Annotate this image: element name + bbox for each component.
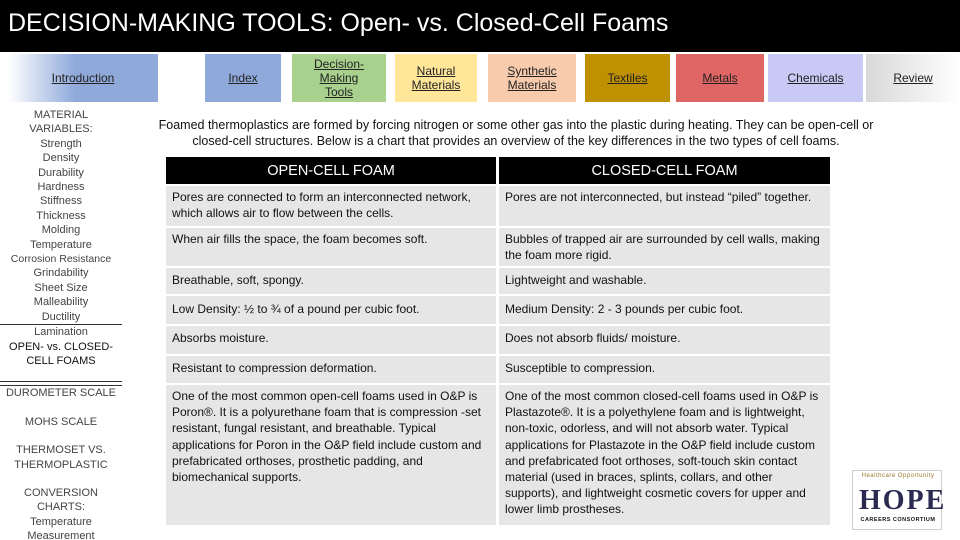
nav-chemicals-label: Chemicals (787, 71, 844, 85)
nav-synthetic-label-2: Materials (507, 78, 557, 92)
sidebar-item-temperature[interactable]: Temperature (30, 238, 92, 251)
nav-decision-label-2: Making (319, 71, 359, 85)
closed-cell-row-6: Susceptible to compression. (499, 356, 830, 383)
nav-introduction-label: Introduction (51, 71, 115, 85)
nav-synthetic-materials-button[interactable]: Synthetic Materials (488, 54, 576, 102)
logo-wordmark: HOPE (859, 485, 947, 516)
sidebar-item-sheet-size[interactable]: Sheet Size (34, 281, 88, 294)
nav-metals-button[interactable]: Metals (676, 54, 764, 102)
sidebar-item-grindability[interactable]: Grindability (33, 267, 89, 280)
page-title: DECISION-MAKING TOOLS: Open- vs. Closed-… (0, 0, 960, 52)
closed-cell-row-3: Lightweight and washable. (499, 268, 830, 294)
nav-decision-making-tools-button[interactable]: Decision- Making Tools (292, 54, 386, 102)
nav-introduction-button[interactable]: Introduction (8, 54, 158, 102)
nav-synthetic-label-1: Synthetic (507, 64, 557, 78)
nav-chemicals-button[interactable]: Chemicals (768, 54, 863, 102)
sidebar-current-open-closed-line-1[interactable]: OPEN- vs. CLOSED- (9, 340, 113, 353)
nav-review-button[interactable]: Review (866, 54, 960, 102)
nav-review-label: Review (893, 71, 933, 85)
sidebar-item-strength[interactable]: Strength (40, 137, 82, 150)
nav-natural-label-2: Materials (411, 78, 461, 92)
sidebar-item-stiffness[interactable]: Stiffness (40, 195, 82, 208)
closed-cell-row-5: Does not absorb fluids/ moisture. (499, 326, 830, 354)
sidebar-item-hardness[interactable]: Hardness (37, 181, 85, 194)
nav-natural-label-1: Natural (416, 64, 456, 78)
sidebar-item-durability[interactable]: Durability (38, 166, 84, 179)
nav-textiles-button[interactable]: Textiles (585, 54, 670, 102)
logo-arc-text: Healthcare Opportunity (861, 473, 935, 479)
sidebar-heading-line-1: MATERIAL (33, 109, 89, 121)
sidebar-link-conversion-line-2[interactable]: CHARTS: (36, 501, 86, 514)
nav-natural-materials-button[interactable]: Natural Materials (395, 54, 477, 102)
closed-cell-row-4: Medium Density: 2 - 3 pounds per cubic f… (499, 296, 830, 324)
open-cell-row-1: Pores are connected to form an interconn… (166, 186, 496, 226)
sidebar-link-conversion-line-1[interactable]: CONVERSION (24, 486, 98, 499)
open-cell-row-2: When air fills the space, the foam becom… (166, 228, 496, 266)
closed-cell-header: CLOSED-CELL FOAM (499, 157, 830, 184)
open-cell-row-3: Breathable, soft, spongy. (166, 268, 496, 294)
sidebar-heading-line-2: VARIABLES: (29, 123, 93, 136)
sidebar-link-thermoset-line-2[interactable]: THERMOPLASTIC (14, 458, 108, 471)
sidebar-link-conversion-measurement[interactable]: Measurement (27, 530, 95, 540)
sidebar-link-thermoset-line-1[interactable]: THERMOSET VS. (16, 444, 106, 457)
sidebar-link-mohs-scale[interactable]: MOHS SCALE (24, 415, 98, 428)
intro-paragraph: Foamed thermoplastics are formed by forc… (158, 118, 874, 148)
open-cell-row-6: Resistant to compression deformation. (166, 356, 496, 383)
nav-decision-label-3: Tools (324, 85, 353, 99)
sidebar-item-molding[interactable]: Molding (41, 224, 81, 237)
closed-cell-row-1: Pores are not interconnected, but instea… (499, 186, 830, 226)
sidebar-item-thickness[interactable]: Thickness (36, 209, 86, 222)
nav-textiles-label: Textiles (607, 71, 648, 85)
nav-metals-label: Metals (702, 71, 738, 85)
nav-index-button[interactable]: Index (205, 54, 281, 102)
nav-index-label: Index (228, 71, 258, 85)
sidebar-current-open-closed-line-2[interactable]: CELL FOAMS (0, 354, 122, 383)
open-cell-row-4: Low Density: ½ to ¾ of a pound per cubic… (166, 296, 496, 324)
sidebar-item-ductility[interactable]: Ductility (0, 310, 122, 326)
open-cell-header: OPEN-CELL FOAM (166, 157, 496, 184)
hope-careers-consortium-logo: Healthcare Opportunity HOPE CAREERS CONS… (852, 470, 947, 530)
sidebar-item-lamination[interactable]: Lamination (34, 326, 88, 339)
open-cell-row-7: One of the most common open-cell foams u… (166, 385, 496, 525)
open-cell-row-5: Absorbs moisture. (166, 326, 496, 354)
closed-cell-row-2: Bubbles of trapped air are surrounded by… (499, 228, 830, 266)
sidebar-item-density[interactable]: Density (42, 152, 80, 165)
sidebar-link-conversion-temperature[interactable]: Temperature (30, 515, 92, 528)
sidebar-item-malleability[interactable]: Malleability (33, 296, 89, 309)
sidebar-item-corrosion-resistance[interactable]: Corrosion Resistance (10, 253, 112, 266)
logo-subtitle: CAREERS CONSORTIUM (860, 517, 936, 523)
sidebar-link-durometer-scale[interactable]: DUROMETER SCALE (0, 385, 122, 414)
closed-cell-row-7: One of the most common closed-cell foams… (499, 385, 830, 525)
nav-decision-label-1: Decision- (313, 57, 364, 71)
sidebar: MATERIAL VARIABLES: Strength Density Dur… (0, 108, 122, 540)
